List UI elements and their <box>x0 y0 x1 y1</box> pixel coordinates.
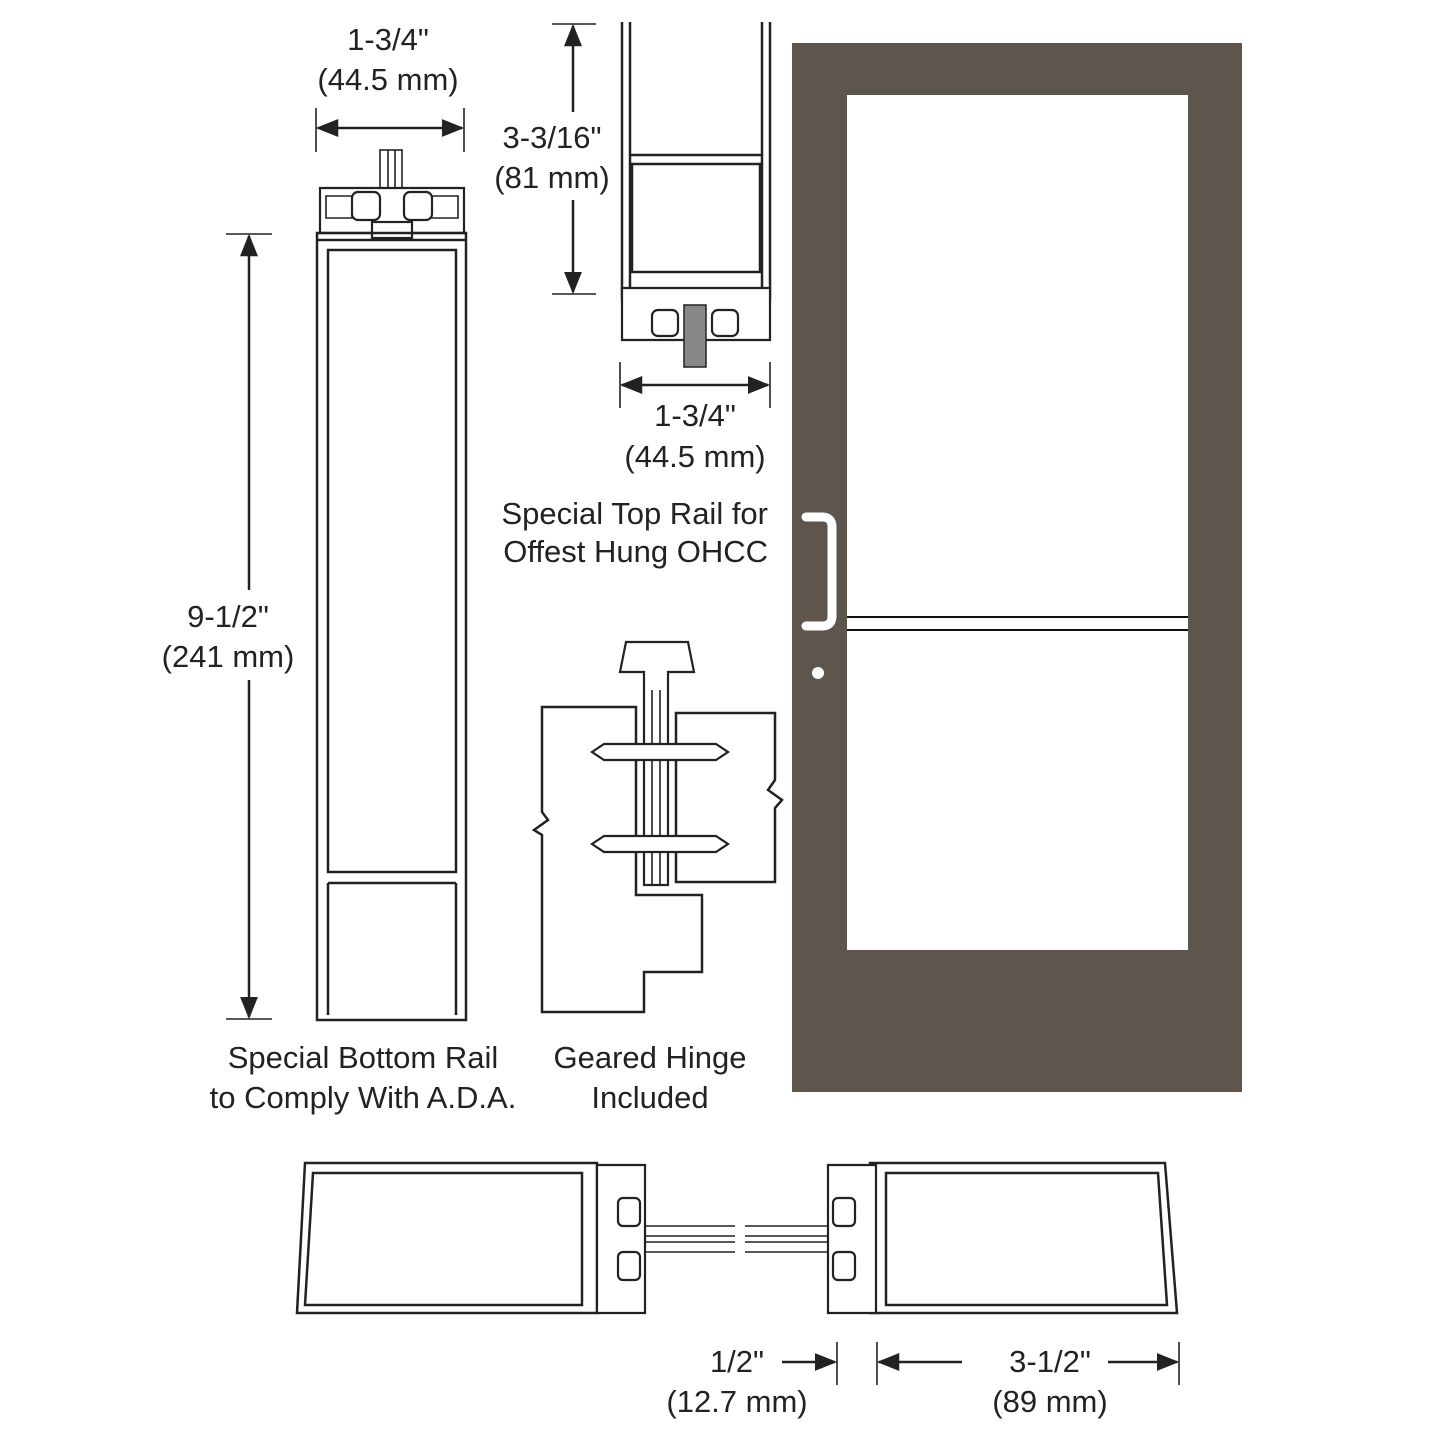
geared-hinge-drawing: Geared Hinge Included <box>531 640 784 1115</box>
glass-edge <box>645 1225 828 1253</box>
bottom-rail-height-mm: (241 mm) <box>162 639 295 674</box>
top-rail-width-mm: (44.5 mm) <box>624 439 765 474</box>
bottom-rail-caption-1: Special Bottom Rail <box>228 1040 499 1075</box>
top-rail-section: 3-3/16" (81 mm) 1-3/4" (44.5 mm) Special… <box>494 22 772 569</box>
door-elevation <box>792 43 1242 1092</box>
stile-width-in: 3-1/2" <box>1009 1344 1091 1379</box>
door-pull-handle <box>801 512 837 631</box>
lower-glass-lite <box>847 632 1188 950</box>
bottom-rail-width-mm: (44.5 mm) <box>317 62 458 97</box>
top-rail-height-mm: (81 mm) <box>494 160 609 195</box>
top-rail-caption-1: Special Top Rail for <box>501 496 768 531</box>
top-rail-width-in: 1-3/4" <box>654 398 736 433</box>
stile-gap-in: 1/2" <box>710 1344 764 1379</box>
top-rail-caption-2: Offest Hung OHCC <box>503 534 768 569</box>
upper-glass-lite <box>847 95 1188 613</box>
lock-cylinder <box>812 667 824 679</box>
bottom-rail-width-in: 1-3/4" <box>347 22 429 57</box>
bottom-rail-caption-2: to Comply With A.D.A. <box>210 1080 517 1115</box>
hinge-caption-1: Geared Hinge <box>553 1040 746 1075</box>
top-rail-height-in: 3-3/16" <box>503 120 602 155</box>
hinge-caption-2: Included <box>591 1080 708 1115</box>
stile-gap-mm: (12.7 mm) <box>666 1384 807 1419</box>
stile-section: 1/2" (12.7 mm) 3-1/2" (89 mm) <box>295 1161 1180 1419</box>
bottom-rail-height-in: 9-1/2" <box>187 599 269 634</box>
bottom-rail-section: 1-3/4" (44.5 mm) 9-1/2" (241 mm) Special… <box>162 22 517 1115</box>
stile-width-mm: (89 mm) <box>992 1384 1107 1419</box>
